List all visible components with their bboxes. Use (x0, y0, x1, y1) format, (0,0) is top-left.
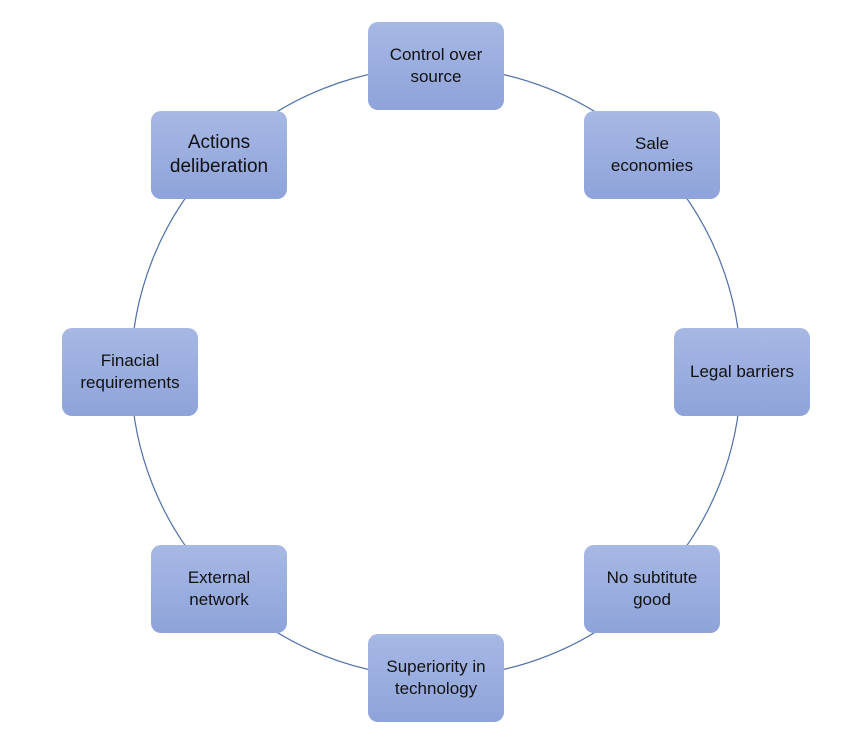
node-financial-requirements: Finacial requirements (62, 328, 198, 416)
node-actions-deliberation: Actions deliberation (151, 111, 287, 199)
node-superiority-in-technology: Superiority in technology (368, 634, 504, 722)
node-external-network: External network (151, 545, 287, 633)
node-no-substitute-good: No subtitute good (584, 545, 720, 633)
node-sale-economies: Sale economies (584, 111, 720, 199)
node-control-over-source: Control over source (368, 22, 504, 110)
node-legal-barriers: Legal barriers (674, 328, 810, 416)
